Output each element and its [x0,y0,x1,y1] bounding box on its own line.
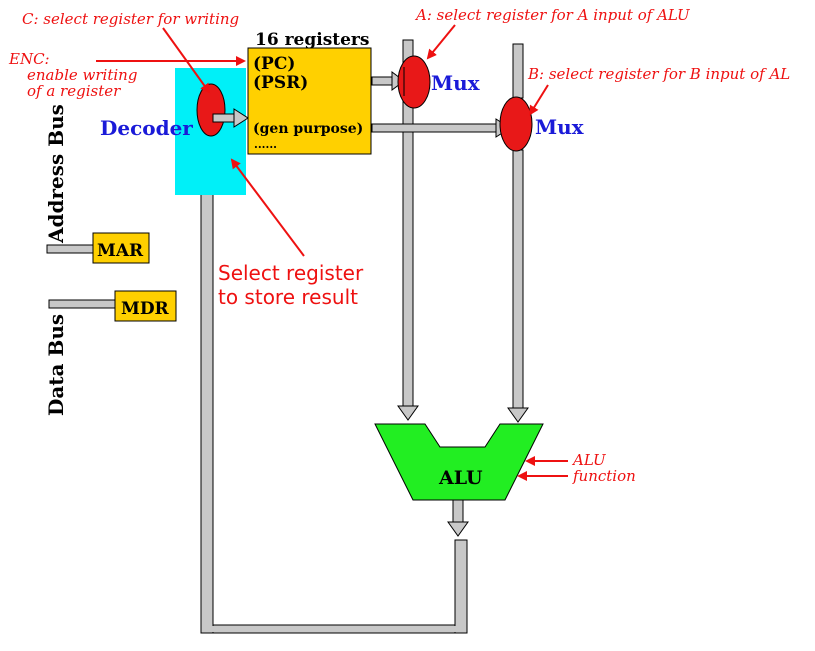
enc-label-line1: ENC: [8,50,50,68]
register-file-title: 16 registers [255,30,369,50]
alu-label: ALU [438,467,483,489]
bus-a-arrowhead [397,405,419,421]
enc-label-line2: enable writing [27,66,137,84]
decoder-control-ellipse [196,83,226,137]
reg-to-mux-b [371,123,499,133]
mux-a-ellipse [397,55,431,109]
a-select-label: A: select register for A input of ALU [414,6,691,24]
register-pc: (PC) [253,54,295,74]
select-store-arrow [230,158,305,257]
bus-b-vertical [512,149,524,409]
select-store-line1: Select register [218,261,364,285]
address-bus-label: Address Bus [44,104,68,244]
alu-function-line1: ALU [571,451,607,469]
b-select-label: B: select register for B input of AL [527,65,790,83]
register-psr: (PSR) [253,73,308,93]
alu-output [452,499,464,525]
b-select-arrow [528,84,549,116]
data-bus-label: Data Bus [44,314,68,416]
bus-b-top [512,43,524,99]
mdr-label: MDR [121,299,170,319]
register-file-box [247,47,372,155]
select-store-line2: to store result [218,285,358,309]
reg-to-mux-a [371,76,395,86]
bus-b-arrowhead [507,407,529,423]
a-select-arrow [426,24,456,60]
alu-function-line2: function [572,467,636,485]
mar-bus-stub [46,244,94,254]
enc-label-line3: of a register [27,82,121,100]
register-more: ...... [254,138,277,151]
c-select-label: C: select register for writing [22,10,239,28]
mux-b-label: Mux [535,115,585,139]
register-gen-purpose: (gen purpose) [253,121,363,137]
mar-label: MAR [97,241,144,261]
mar-box [92,232,150,264]
bus-a-vertical [402,95,414,407]
mdr-box [114,290,177,322]
mux-b-ellipse [499,96,533,152]
alu-shape [374,423,544,501]
mux-a-label: Mux [431,71,481,95]
decoder-label: Decoder [100,116,193,140]
mdr-bus-stub [48,299,116,309]
